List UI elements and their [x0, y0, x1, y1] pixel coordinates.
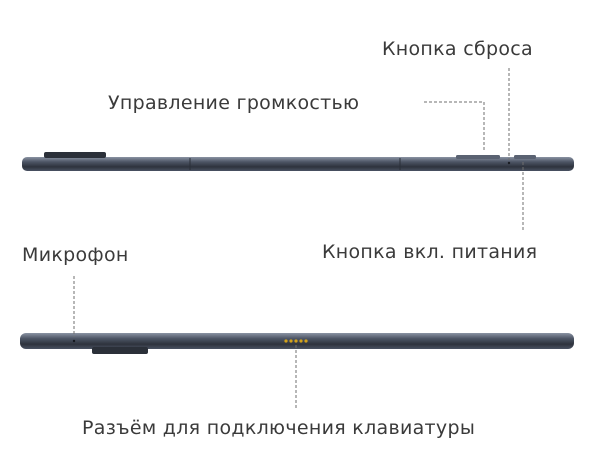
power-button-key	[514, 155, 536, 159]
reset-hole	[507, 161, 511, 165]
volume-rocker	[456, 155, 500, 159]
label-volume-control: Управление громкостью	[108, 92, 360, 114]
camera-bump-bottom	[92, 347, 148, 354]
camera-bump-top	[44, 152, 106, 158]
label-power-button: Кнопка вкл. питания	[322, 241, 538, 263]
label-keyboard-connector: Разъём для подключения клавиатуры	[82, 417, 476, 439]
label-microphone: Микрофон	[22, 244, 129, 266]
label-reset-button: Кнопка сброса	[382, 38, 533, 60]
microphone-hole	[72, 339, 76, 343]
tablet-bottom-edge	[20, 333, 574, 354]
keyboard-connector-pins	[284, 339, 308, 343]
tablet-top-edge	[22, 152, 574, 171]
leader-volume	[424, 101, 485, 152]
